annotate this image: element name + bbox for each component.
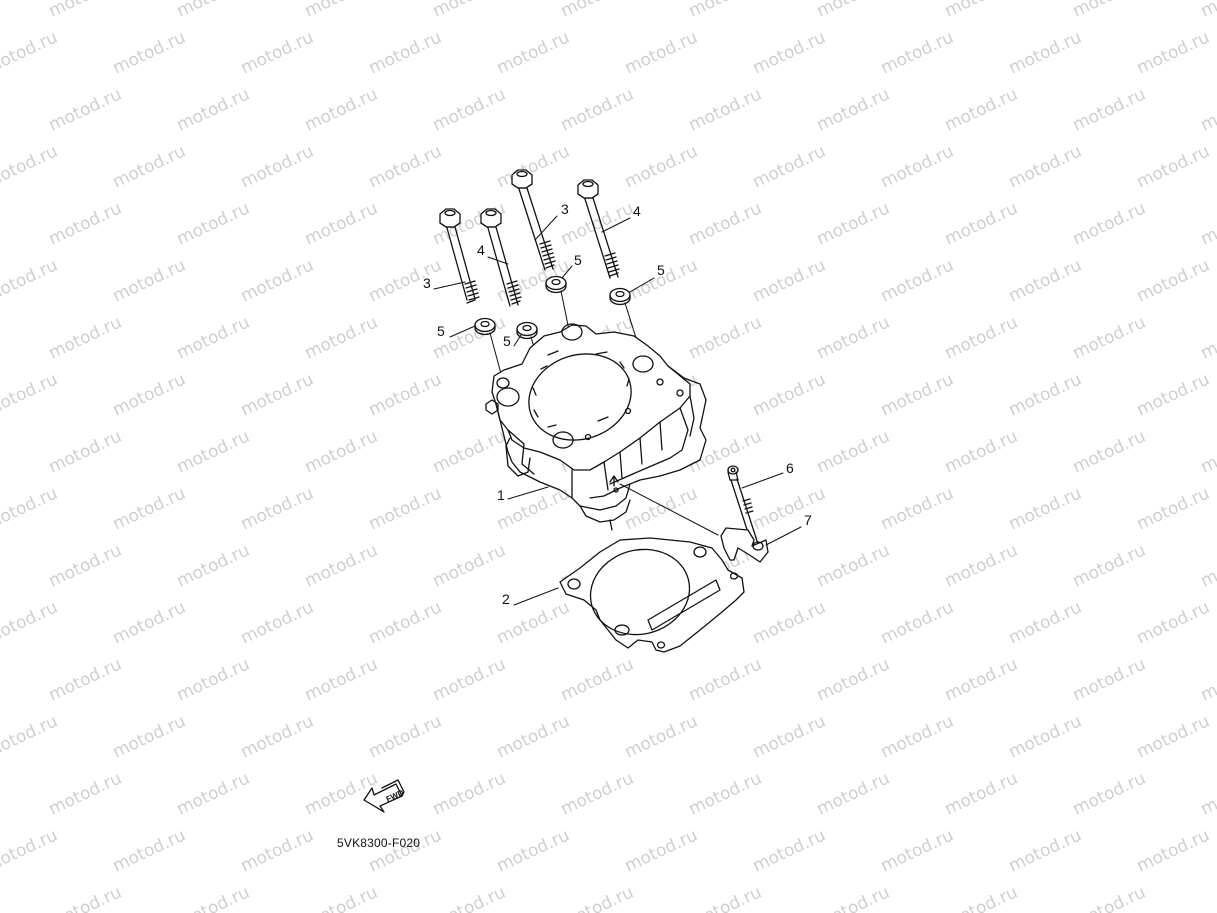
callout-cylinder-gasket[interactable]: 2 bbox=[502, 591, 510, 607]
guide-bracket-part[interactable] bbox=[720, 527, 769, 563]
diagram-reference-code: 5VK8300-F020 bbox=[337, 836, 421, 850]
callout-bolt-right[interactable]: 4 bbox=[633, 203, 641, 219]
washers[interactable] bbox=[474, 275, 631, 340]
callout-washer-right[interactable]: 5 bbox=[657, 262, 665, 278]
callout-cylinder[interactable]: 1 bbox=[497, 487, 505, 503]
bolt-center-part[interactable] bbox=[511, 169, 556, 271]
leader-lines bbox=[433, 215, 802, 606]
cylinder-part[interactable] bbox=[485, 323, 707, 531]
callout-bolt-left[interactable]: 3 bbox=[423, 275, 431, 291]
forward-direction-arrow: FWD bbox=[363, 779, 405, 813]
bolt-left-part[interactable] bbox=[439, 208, 480, 304]
callout-bolt-inner[interactable]: 4 bbox=[477, 242, 485, 258]
callout-guide-bracket[interactable]: 7 bbox=[804, 512, 812, 528]
callout-washer-center[interactable]: 5 bbox=[574, 252, 582, 268]
bolt-inner-part[interactable] bbox=[480, 208, 522, 307]
callout-bolt-center[interactable]: 3 bbox=[561, 201, 569, 217]
cylinder-gasket-part[interactable] bbox=[559, 537, 745, 653]
callout-bolt-small[interactable]: 6 bbox=[786, 460, 794, 476]
callout-washer-left[interactable]: 5 bbox=[437, 323, 445, 339]
bolt-right-part[interactable] bbox=[577, 179, 620, 279]
small-bolt-part[interactable] bbox=[727, 465, 759, 546]
callout-washer-inner[interactable]: 5 bbox=[503, 333, 511, 349]
